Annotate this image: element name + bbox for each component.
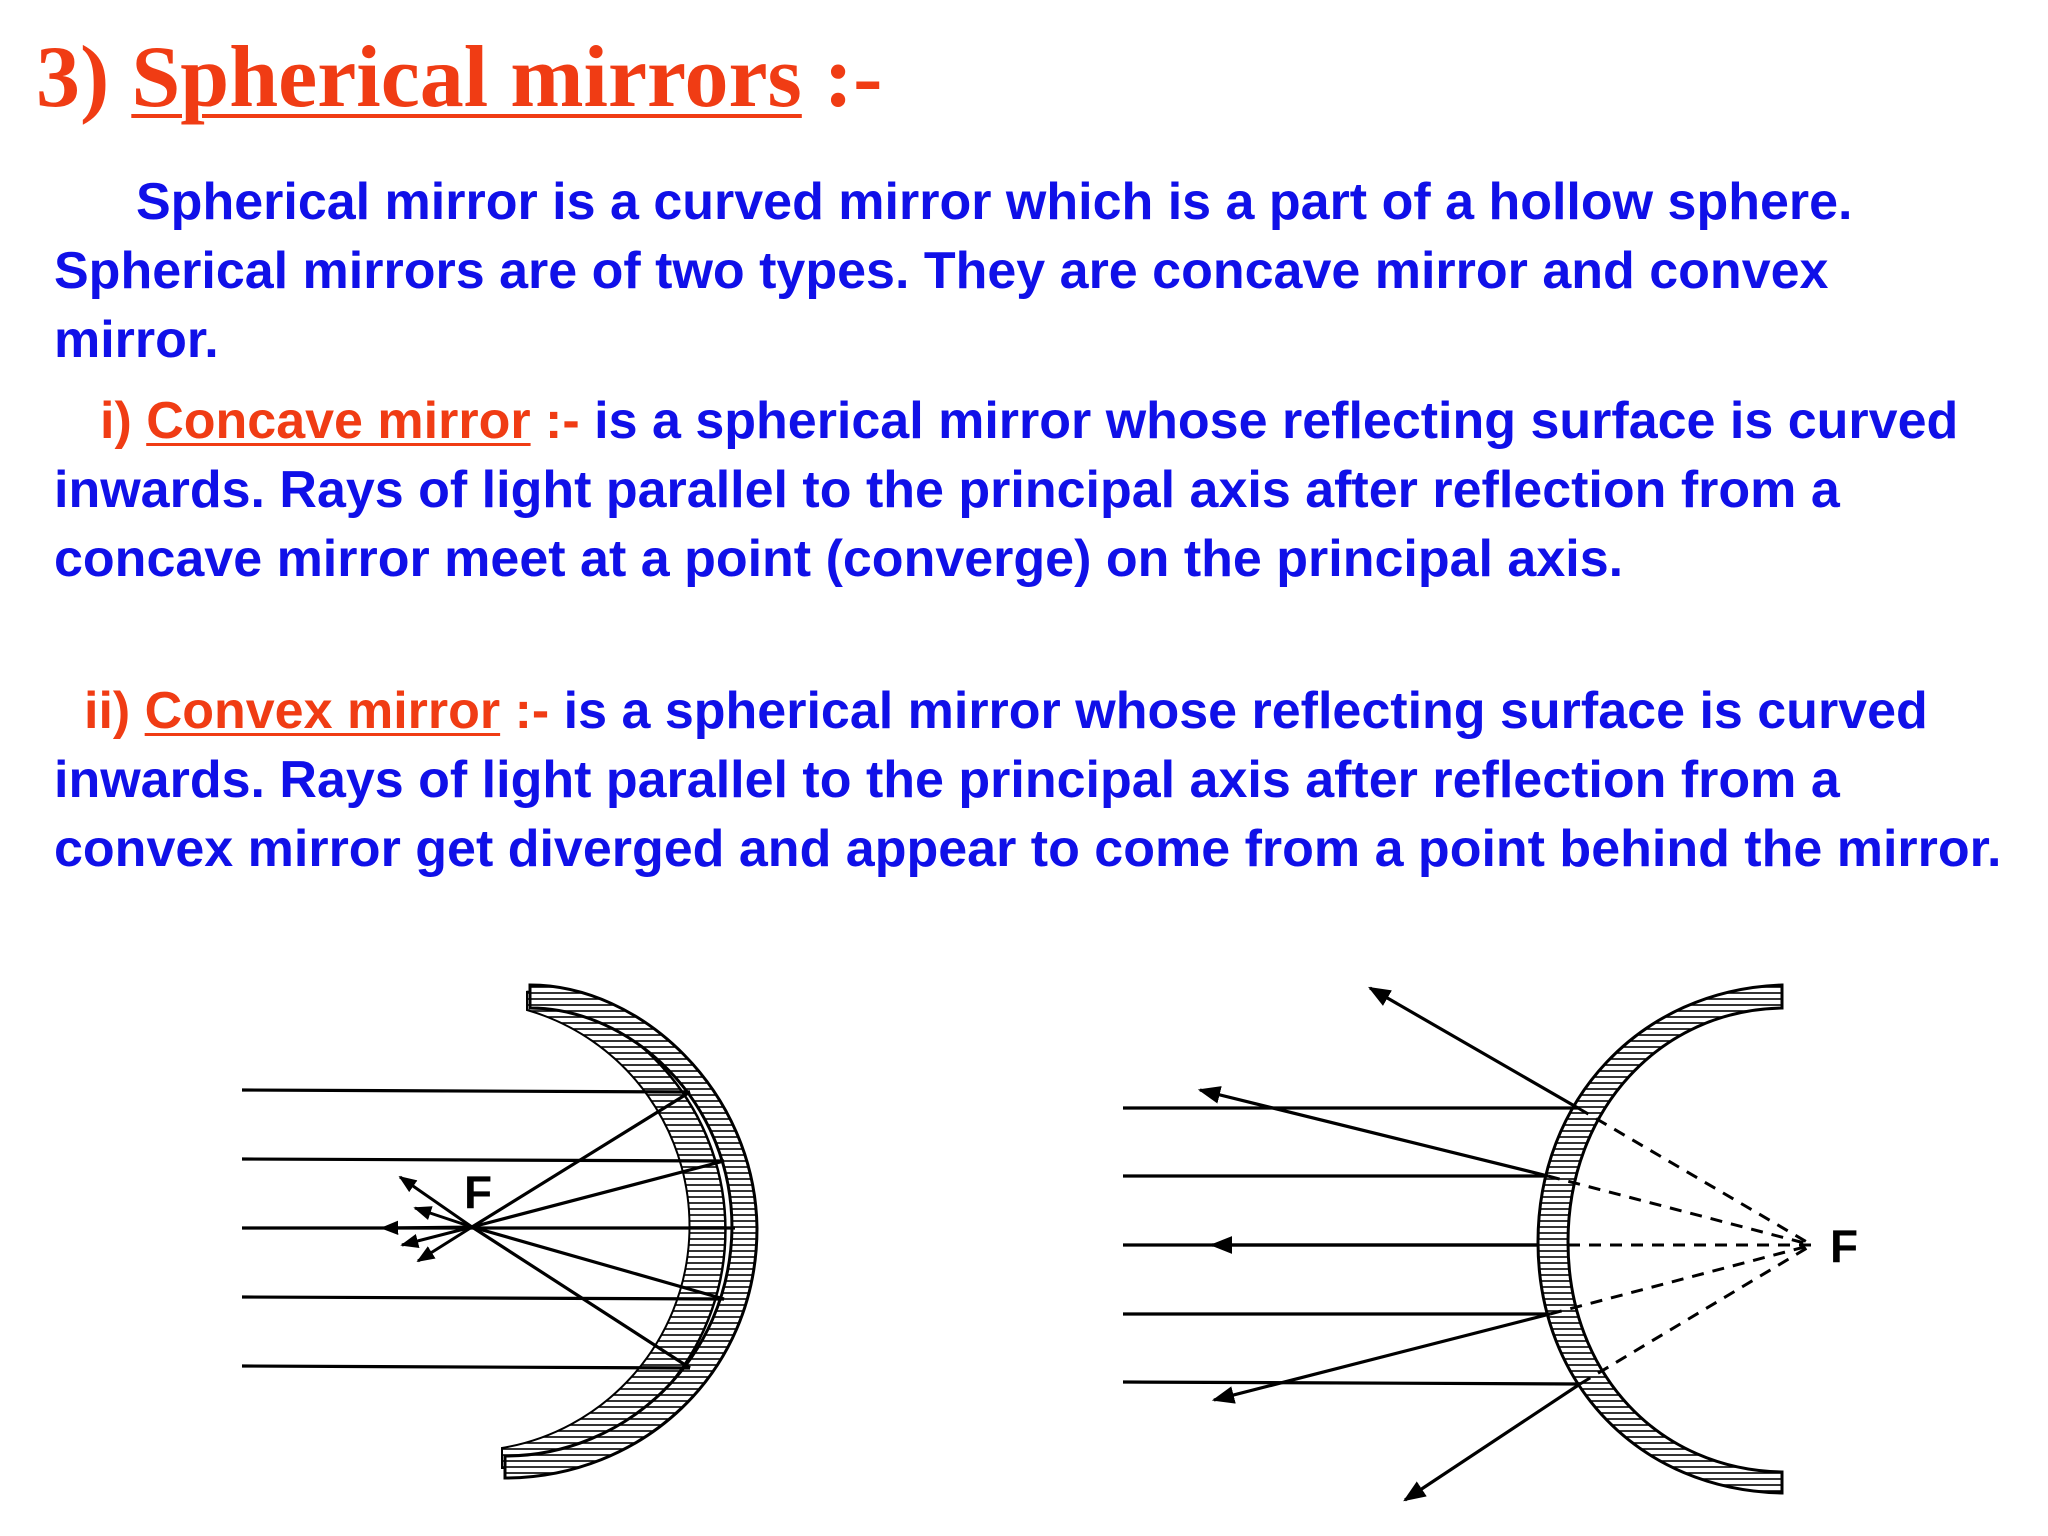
concave-term: Concave mirror bbox=[146, 392, 531, 450]
title-suffix: :- bbox=[823, 29, 883, 126]
page-title: 3) Spherical mirrors :- bbox=[36, 29, 883, 127]
convex-term: Convex mirror bbox=[144, 682, 501, 740]
convex-separator: :- bbox=[514, 682, 550, 740]
concave-paragraph: i) Concave mirror :- is a spherical mirr… bbox=[54, 387, 2004, 594]
convex-prefix: ii) bbox=[84, 682, 131, 740]
intro-paragraph: Spherical mirror is a curved mirror whic… bbox=[54, 168, 2004, 375]
convex-mirror-diagram: F bbox=[1122, 983, 1858, 1502]
convex-focus-label: F bbox=[1830, 1220, 1858, 1272]
convex-paragraph: ii) Convex mirror :- is a spherical mirr… bbox=[54, 677, 2004, 884]
concave-mirror-hatching bbox=[503, 983, 759, 1480]
intro-text: Spherical mirror is a curved mirror whic… bbox=[54, 173, 1853, 369]
concave-definition: is a spherical mirror whose reflecting s… bbox=[54, 392, 1959, 588]
concave-focus-label: F bbox=[464, 1166, 492, 1218]
title-number: 3) bbox=[36, 29, 110, 126]
concave-prefix: i) bbox=[100, 392, 132, 450]
concave-separator: :- bbox=[545, 392, 580, 450]
convex-definition: is a spherical mirror whose reflecting s… bbox=[54, 682, 2002, 878]
convex-mirror bbox=[1536, 983, 1784, 1495]
concave-mirror-diagram: F bbox=[241, 983, 759, 1480]
title-text: Spherical mirrors bbox=[131, 29, 802, 126]
